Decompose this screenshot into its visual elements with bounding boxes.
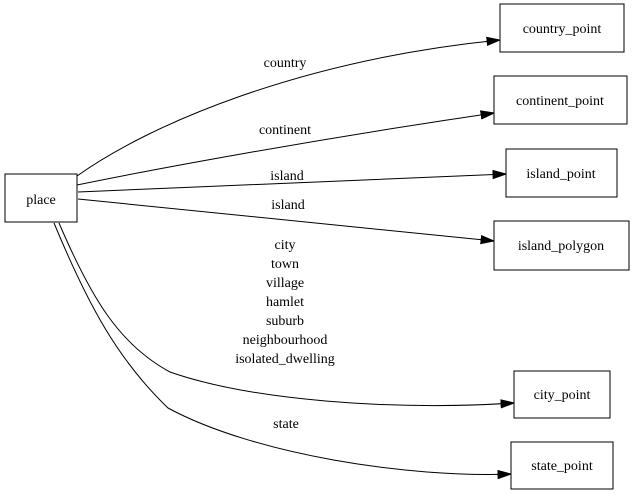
node-state-point: state_point <box>510 441 614 490</box>
node-state-point-box <box>510 441 614 490</box>
edge-place-continent-point <box>76 113 494 186</box>
edge-label-suburb-line: suburb <box>266 314 304 329</box>
edge-place-city-point <box>58 222 514 406</box>
edge-labels-layer: country continent island island city tow… <box>235 56 335 432</box>
edge-label-island-point: island <box>270 169 303 184</box>
node-place: place <box>4 173 78 223</box>
edge-label-state: state <box>273 417 299 432</box>
node-place-label: place <box>26 193 56 208</box>
edge-label-city-line: city <box>275 238 296 253</box>
node-island-point: island_point <box>505 148 618 198</box>
node-country-point: country_point <box>499 3 625 53</box>
node-city-point-label: city_point <box>534 388 591 403</box>
node-city-point: city_point <box>513 370 611 419</box>
node-island-polygon-box <box>493 220 630 271</box>
edge-label-neighbourhood-line: neighbourhood <box>243 333 328 348</box>
edge-place-island-polygon <box>77 198 494 241</box>
node-island-polygon-label: island_polygon <box>518 239 604 254</box>
edge-label-village-line: village <box>266 276 304 291</box>
node-place-box <box>4 173 78 223</box>
node-island-point-box <box>505 148 618 198</box>
edge-label-town-line: town <box>271 257 299 272</box>
node-continent-point-label: continent_point <box>516 94 604 109</box>
edge-label-country: country <box>264 56 307 71</box>
edge-label-city-multiline: city town village hamlet suburb neighbou… <box>235 238 335 367</box>
edge-label-island-polygon: island <box>271 198 304 213</box>
node-state-point-label: state_point <box>531 459 593 474</box>
node-island-point-label: island_point <box>526 167 595 182</box>
node-island-polygon: island_polygon <box>493 220 630 271</box>
edge-label-isolated-dwelling-line: isolated_dwelling <box>235 352 335 367</box>
node-continent-point-box <box>493 75 628 125</box>
edge-label-hamlet-line: hamlet <box>266 295 304 310</box>
edge-place-state-point <box>53 222 511 474</box>
nodes-layer: place country_point continent_point isla… <box>4 3 630 490</box>
node-city-point-box <box>513 370 611 419</box>
edge-place-country-point <box>76 40 500 177</box>
node-continent-point: continent_point <box>493 75 628 125</box>
node-country-point-label: country_point <box>523 22 602 37</box>
edge-place-island-point <box>77 174 506 193</box>
node-country-point-box <box>499 3 625 53</box>
edge-label-continent: continent <box>259 123 311 138</box>
edges-layer <box>53 40 514 474</box>
